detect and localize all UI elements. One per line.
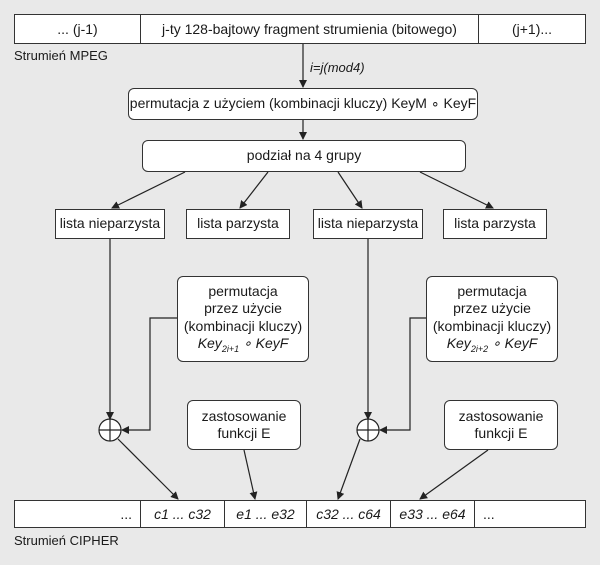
permutation-box: permutacja z użyciem (kombinacji kluczy)… bbox=[128, 88, 478, 120]
key-perm-right-line1: permutacja bbox=[457, 282, 527, 299]
group-odd-left: lista nieparzysta bbox=[55, 209, 165, 239]
key-perm-left-line1: permutacja bbox=[208, 282, 278, 299]
key-perm-right-formula: Key2i+2 ∘ KeyF bbox=[447, 335, 538, 355]
cipher-cell-c1-c32: c1 ... c32 bbox=[141, 501, 225, 527]
mpeg-cell-next: (j+1)... bbox=[511, 21, 553, 37]
key-perm-right-line3: (kombinacji kluczy) bbox=[432, 317, 552, 334]
cipher-cell-c32-c64: c32 ... c64 bbox=[307, 501, 391, 527]
function-left-line1: zastosowanie bbox=[201, 407, 287, 424]
group-even-left: lista parzysta bbox=[186, 209, 290, 239]
cipher-stream-label: Strumień CIPHER bbox=[14, 533, 119, 548]
arrow-split-to-group4 bbox=[419, 171, 494, 209]
function-left-box: zastosowanie funkcji E bbox=[187, 400, 301, 450]
key-perm-right-tail: ∘ KeyF bbox=[488, 335, 538, 352]
arrow-keyperm-left-to-xor bbox=[121, 317, 177, 434]
arrow-func-right-to-e33 bbox=[419, 449, 489, 500]
cipher-cell-next: ... bbox=[483, 506, 495, 522]
function-right-line1: zastosowanie bbox=[458, 407, 544, 424]
key-perm-right-line2: przez użycie bbox=[453, 300, 531, 317]
index-formula: i=j(mod4) bbox=[310, 60, 365, 75]
arrow-func-left-to-e1 bbox=[243, 449, 258, 500]
cipher-cell-e33-e64: e33 ... e64 bbox=[391, 501, 475, 527]
key-perm-left-line2: przez użycie bbox=[204, 300, 282, 317]
arrow-keyperm-right-to-xor bbox=[379, 317, 426, 434]
key-perm-left-sub: 2i+1 bbox=[221, 344, 240, 355]
key-perm-right-sub: 2i+2 bbox=[470, 344, 489, 355]
mpeg-cell-current: j-ty 128-bajtowy fragment strumienia (bi… bbox=[141, 15, 479, 43]
split-box: podział na 4 grupy bbox=[142, 140, 466, 172]
arrow-xor-right-to-c32 bbox=[336, 438, 361, 500]
key-perm-left-line3: (kombinacji kluczy) bbox=[183, 317, 303, 334]
cipher-stream-strip: ... c1 ... c32 e1 ... e32 c32 ... c64 e3… bbox=[14, 500, 586, 528]
arrow-split-to-group1 bbox=[111, 171, 186, 209]
cipher-cell-prev: ... bbox=[15, 501, 141, 527]
mpeg-cell-prev: ... (j-1) bbox=[15, 15, 141, 43]
arrow-xor-left-to-c1 bbox=[117, 438, 179, 500]
cipher-cell-e1-e32: e1 ... e32 bbox=[225, 501, 307, 527]
mpeg-stream-strip: ... (j-1) j-ty 128-bajtowy fragment stru… bbox=[14, 14, 586, 44]
group-even-right: lista parzysta bbox=[443, 209, 547, 239]
key-perm-left-key: Key bbox=[197, 335, 222, 352]
key-permutation-left-box: permutacja przez użycie (kombinacji kluc… bbox=[177, 276, 309, 362]
key-perm-left-formula: Key2i+1 ∘ KeyF bbox=[198, 335, 289, 355]
function-right-line2: funkcji E bbox=[474, 425, 528, 441]
function-left-line2: funkcji E bbox=[217, 425, 271, 441]
function-right-box: zastosowanie funkcji E bbox=[444, 400, 558, 450]
mpeg-stream-label: Strumień MPEG bbox=[14, 48, 108, 63]
key-perm-right-key: Key bbox=[446, 335, 471, 352]
arrow-split-to-group2 bbox=[239, 171, 269, 209]
group-odd-right: lista nieparzysta bbox=[313, 209, 423, 239]
key-permutation-right-box: permutacja przez użycie (kombinacji kluc… bbox=[426, 276, 558, 362]
arrow-split-to-group3 bbox=[337, 171, 363, 209]
key-perm-left-tail: ∘ KeyF bbox=[239, 335, 289, 352]
